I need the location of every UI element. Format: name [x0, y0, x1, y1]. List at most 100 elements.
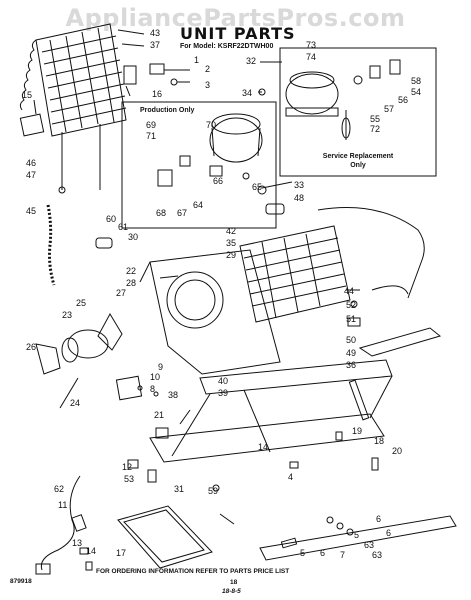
callout-57: 57 — [384, 104, 395, 114]
callout-70: 70 — [206, 120, 217, 130]
footer-ordering-info: FOR ORDERING INFORMATION REFER TO PARTS … — [96, 568, 290, 575]
service-label-line-1: Service Replacement — [322, 153, 394, 160]
callout-35: 35 — [226, 238, 237, 248]
callout-53: 53 — [124, 474, 135, 484]
callout-1: 1 — [194, 55, 200, 65]
callout-48: 48 — [294, 193, 305, 203]
callout-31: 31 — [174, 484, 185, 494]
callout-24: 24 — [70, 398, 81, 408]
callout-62: 62 — [54, 484, 65, 494]
fan-motor — [35, 312, 123, 375]
callout-40: 40 — [218, 376, 229, 386]
callout-6-mid: 6 — [386, 528, 392, 538]
callout-3: 3 — [205, 80, 211, 90]
callout-17: 17 — [116, 548, 127, 558]
condenser-coil — [239, 225, 351, 323]
callout-30: 30 — [128, 232, 139, 242]
callout-63-bottom: 63 — [372, 550, 383, 560]
front-brace — [259, 515, 457, 561]
callout-14-bottom: 14 — [86, 546, 97, 556]
callout-49: 49 — [346, 348, 357, 358]
callout-71: 71 — [146, 131, 157, 141]
callout-12: 12 — [122, 462, 133, 472]
callout-5-mid: 5 — [354, 530, 360, 540]
callout-5-bottom: 5 — [300, 548, 306, 558]
page-title: UNIT PARTS — [180, 24, 296, 43]
callout-20: 20 — [392, 446, 403, 456]
callout-14-top: 14 — [258, 442, 269, 452]
mounting-bracket — [149, 63, 190, 86]
callout-6-top: 6 — [376, 514, 382, 524]
callout-8: 8 — [150, 384, 156, 394]
callout-11: 11 — [58, 500, 68, 510]
callout-74: 74 — [306, 52, 317, 62]
callout-66: 66 — [213, 176, 224, 186]
callout-10: 10 — [150, 372, 161, 382]
callout-29: 29 — [226, 250, 237, 260]
callout-19: 19 — [352, 426, 363, 436]
callout-43: 43 — [150, 28, 161, 38]
callout-36: 36 — [346, 360, 357, 370]
footer-page-number: 18 — [230, 579, 238, 586]
callout-38: 38 — [168, 390, 179, 400]
callout-39: 39 — [218, 388, 229, 398]
callout-13: 13 — [72, 538, 83, 548]
callout-23: 23 — [62, 310, 73, 320]
callout-34: 34 — [242, 88, 253, 98]
footer-date: 18-8-5 — [222, 588, 241, 595]
callout-27: 27 — [116, 288, 127, 298]
callout-15: 15 — [22, 90, 33, 100]
service-label-line-2: Only — [350, 162, 366, 169]
defrost-terminator — [123, 65, 137, 85]
compressor-service — [285, 71, 339, 117]
base-plate — [139, 249, 281, 375]
callout-42: 42 — [226, 226, 237, 236]
callout-59: 59 — [208, 486, 219, 496]
evaporator-coil — [19, 23, 127, 190]
callout-58: 58 — [411, 76, 422, 86]
thermostat — [19, 113, 45, 137]
plug — [35, 563, 51, 575]
callout-2: 2 — [205, 64, 211, 74]
callout-50: 50 — [346, 335, 357, 345]
callout-72: 72 — [370, 124, 381, 134]
callout-61: 61 — [118, 222, 129, 232]
callout-22: 22 — [126, 266, 137, 276]
service-replacement-box — [279, 47, 437, 177]
callout-45: 45 — [26, 206, 37, 216]
rail — [348, 379, 370, 421]
callout-33: 33 — [294, 180, 305, 190]
model-label: For Model: KSRF22DTWH00 — [180, 43, 274, 50]
callout-52: 52 — [346, 300, 357, 310]
callout-25: 25 — [76, 298, 87, 308]
relay — [157, 169, 173, 187]
callout-18: 18 — [374, 436, 385, 446]
callout-73: 73 — [306, 40, 317, 50]
callout-60: 60 — [106, 214, 117, 224]
callout-55: 55 — [370, 114, 381, 124]
callout-37: 37 — [150, 40, 161, 50]
callout-69: 69 — [146, 120, 157, 130]
callout-28: 28 — [126, 278, 137, 288]
callout-68: 68 — [156, 208, 167, 218]
callout-63-mid: 63 — [364, 540, 375, 550]
callout-16: 16 — [152, 89, 163, 99]
callout-46: 46 — [26, 158, 37, 168]
heat-exchanger — [358, 327, 442, 357]
callout-6-bottom: 6 — [320, 548, 326, 558]
callout-7: 7 — [340, 550, 346, 560]
drain-pan — [117, 505, 213, 569]
drain-tube — [46, 204, 56, 286]
callout-64: 64 — [193, 200, 204, 210]
production-only-box — [121, 101, 277, 229]
compressor-production — [209, 113, 263, 163]
callout-26: 26 — [26, 342, 37, 352]
callout-32: 32 — [246, 56, 257, 66]
lower-frame — [149, 359, 393, 463]
production-only-label: Production Only — [140, 107, 195, 114]
callout-56: 56 — [398, 95, 409, 105]
tube-loop — [317, 207, 425, 299]
callout-65: 65 — [252, 182, 263, 192]
callout-4: 4 — [288, 472, 294, 482]
